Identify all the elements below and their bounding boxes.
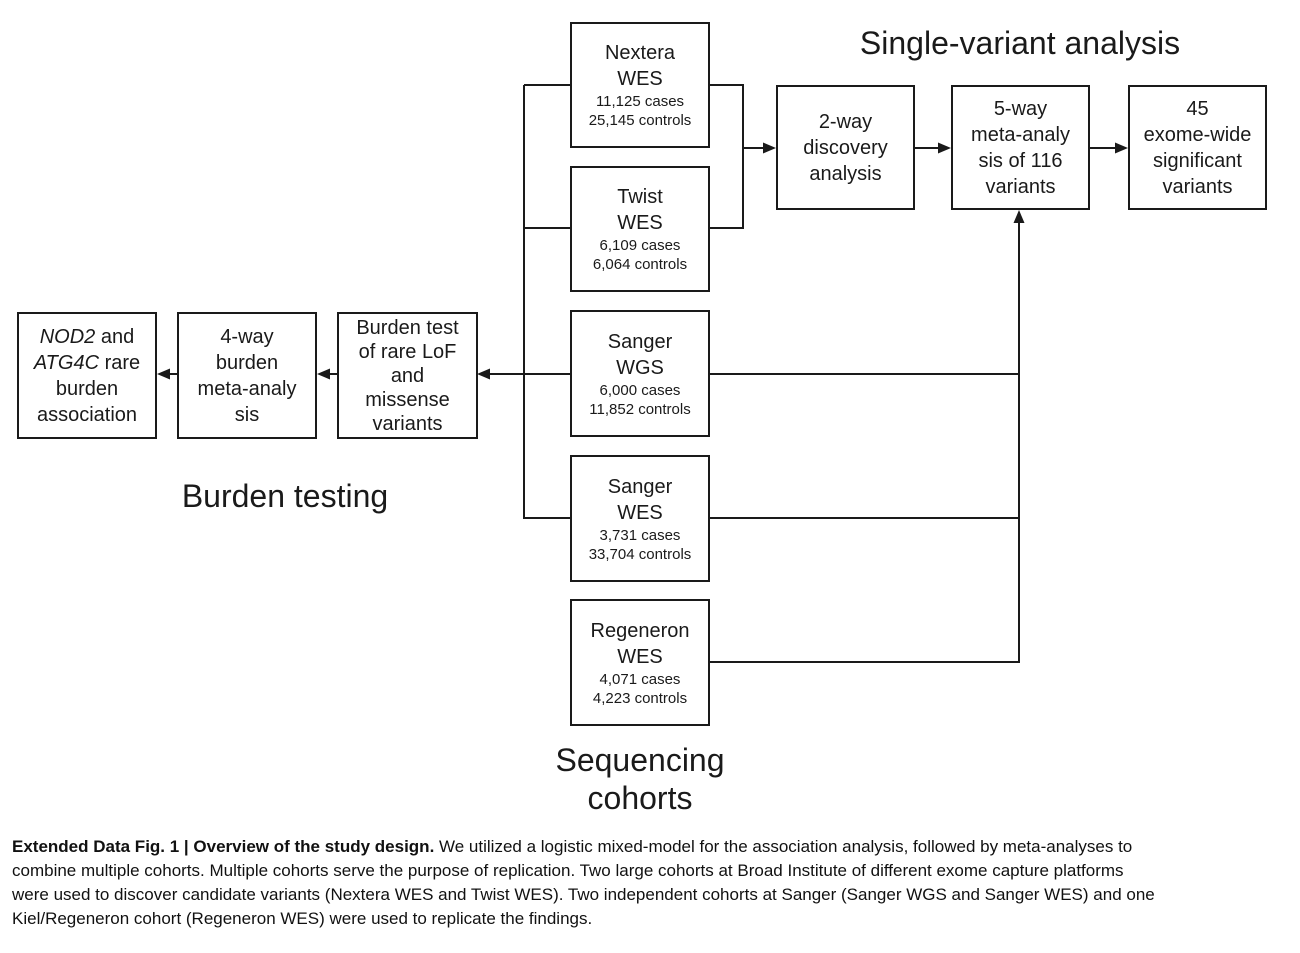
- cohort-platform: WES: [617, 645, 663, 668]
- sequencing-cohorts-label: Sequencing cohorts: [520, 741, 760, 817]
- caption-line: combine multiple cohorts. Multiple cohor…: [12, 859, 1292, 883]
- cohort-name: Twist: [617, 186, 663, 208]
- box-text-line: variants: [985, 175, 1056, 198]
- burden-meta-4way-box: 4-way burden meta-analy sis: [177, 312, 317, 439]
- cohort-cases: 6,000 cases: [599, 381, 681, 399]
- cohort-cases: 6,109 cases: [599, 237, 681, 254]
- arrowhead-into-nod2-result: [157, 368, 170, 380]
- cohort-box-nextera-wes: Nextera WES 11,125 cases 25,145 controls: [570, 22, 710, 148]
- cohort-name: Nextera: [604, 42, 676, 64]
- single-variant-analysis-title: Single-variant analysis: [859, 25, 1181, 61]
- cohort-name: Sanger: [607, 475, 673, 498]
- burden-association-box: NOD2 and ATG4C rare burden association: [17, 312, 157, 439]
- arrowhead-into-meta4: [317, 368, 330, 380]
- box-text-line: 4-way: [220, 325, 274, 348]
- caption-text: combine multiple cohorts. Multiple cohor…: [12, 861, 1124, 880]
- caption-text: were used to discover candidate variants…: [12, 885, 1155, 904]
- figure-caption: Extended Data Fig. 1 | Overview of the s…: [12, 835, 1292, 931]
- box-text-line: association: [36, 403, 138, 426]
- caption-text: Kiel/Regeneron cohort (Regeneron WES) we…: [12, 909, 593, 928]
- replication-trunk-line: [710, 223, 1020, 663]
- cohort-box-sanger-wes: Sanger WES 3,731 cases 33,704 controls: [570, 455, 710, 582]
- arrowhead-up-into-meta5: [1013, 210, 1025, 223]
- cohort-platform: WES: [617, 212, 663, 234]
- sequencing-cohorts-line1: Sequencing: [555, 742, 725, 778]
- cohort-cases: 4,071 cases: [599, 670, 681, 688]
- box-text-line: analysis: [809, 162, 882, 185]
- burden-test-box: Burden test of rare LoF and missense var…: [337, 312, 478, 439]
- cohort-name: Regeneron: [590, 619, 690, 642]
- box-text-line: burden: [215, 351, 279, 374]
- sequencing-cohorts-line2: cohorts: [587, 780, 693, 816]
- burden-testing-label: Burden testing: [181, 478, 389, 514]
- box-text-line: meta-analy: [197, 377, 297, 400]
- box-text-line: 2-way: [818, 110, 873, 133]
- caption-figure-label: Extended Data Fig. 1 | Overview of the s…: [12, 837, 435, 856]
- burden-trunk-line: [523, 84, 570, 519]
- caption-line: Extended Data Fig. 1 | Overview of the s…: [12, 835, 1292, 859]
- gene-name-nod2: NOD2: [39, 325, 96, 348]
- caption-line: were used to discover candidate variants…: [12, 883, 1292, 907]
- box-text-line: NOD2 and: [40, 324, 135, 350]
- box-text-line: of rare LoF: [358, 340, 457, 363]
- box-text-line: Burden test: [356, 316, 459, 339]
- arrowhead-into-meta5: [938, 142, 951, 154]
- arrowhead-into-result45: [1115, 142, 1128, 154]
- cohort-platform: WGS: [616, 356, 664, 379]
- meta-analysis-5way-box: 5-way meta-analy sis of 116 variants: [951, 85, 1090, 210]
- caption-line: Kiel/Regeneron cohort (Regeneron WES) we…: [12, 907, 1292, 931]
- significant-variants-box: 45 exome-wide significant variants: [1128, 85, 1267, 210]
- discovery-analysis-box: 2-way discovery analysis: [776, 85, 915, 210]
- box-text-line: and: [390, 364, 425, 387]
- box-text-line: sis of 116: [978, 149, 1063, 172]
- cohort-controls: 11,852 controls: [589, 400, 691, 418]
- cohort-controls: 4,223 controls: [592, 689, 688, 707]
- cohort-cases: 11,125 cases: [595, 93, 685, 110]
- box-text-line: variants: [372, 412, 443, 435]
- caption-text: We utilized a logistic mixed-model for t…: [434, 837, 1133, 856]
- cohort-box-twist-wes: Twist WES 6,109 cases 6,064 controls: [570, 166, 710, 292]
- arrowhead-into-burden-test: [477, 368, 490, 380]
- box-text-line: burden: [55, 377, 119, 400]
- cohort-name: Sanger: [607, 330, 673, 353]
- box-text-line: 5-way: [993, 97, 1048, 120]
- cohort-cases: 3,731 cases: [599, 526, 681, 544]
- cohort-platform: WES: [617, 501, 663, 524]
- gene-name-atg4c: ATG4C: [33, 351, 100, 374]
- box-text-line: meta-analy: [971, 123, 1070, 146]
- box-text-line: discovery: [803, 136, 888, 159]
- cohort-controls: 25,145 controls: [588, 112, 692, 129]
- box-text-line: missense: [365, 388, 450, 411]
- cohort-box-regeneron-wes: Regeneron WES 4,071 cases 4,223 controls: [570, 599, 710, 726]
- cohort-box-sanger-wgs: Sanger WGS 6,000 cases 11,852 controls: [570, 310, 710, 437]
- cohort-controls: 6,064 controls: [592, 256, 688, 273]
- discovery-junction-line: [708, 84, 763, 229]
- arrowhead-into-discovery: [763, 142, 776, 154]
- box-text-line: ATG4C rare: [34, 350, 140, 376]
- box-text-line: sis: [234, 403, 260, 426]
- box-text-line: variants: [1162, 175, 1233, 198]
- box-text-line: significant: [1153, 149, 1242, 172]
- box-text-fragment: rare: [99, 351, 141, 374]
- box-text-line: 45: [1186, 97, 1209, 120]
- box-text-line: exome-wide: [1143, 123, 1252, 146]
- cohort-platform: WES: [617, 68, 663, 90]
- box-text-fragment: and: [95, 325, 135, 348]
- cohort-controls: 33,704 controls: [588, 545, 692, 563]
